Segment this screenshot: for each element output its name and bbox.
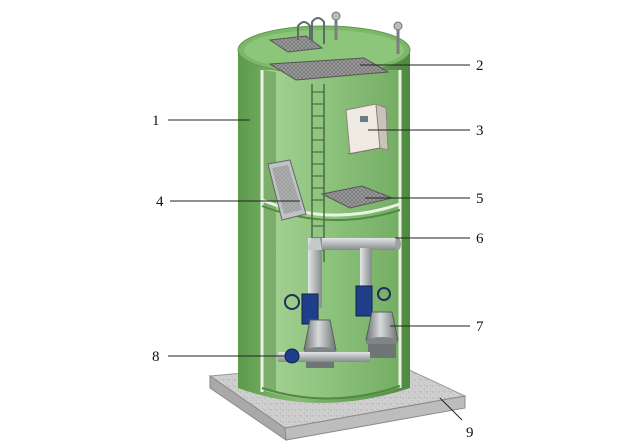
callout-numbers: 1 2 3 4 5 6 7 8 9 bbox=[152, 58, 484, 441]
callout-7: 7 bbox=[476, 319, 484, 335]
callout-1: 1 bbox=[152, 113, 160, 129]
callout-2: 2 bbox=[476, 58, 484, 74]
leader-lines bbox=[168, 64, 470, 421]
leader-9 bbox=[439, 397, 463, 421]
valves bbox=[284, 285, 391, 325]
callout-5: 5 bbox=[476, 191, 484, 207]
submersible-pumps bbox=[303, 311, 399, 368]
callout-6: 6 bbox=[476, 231, 484, 247]
top-fittings bbox=[297, 11, 403, 54]
callout-4: 4 bbox=[156, 194, 164, 210]
callout-3: 3 bbox=[476, 123, 484, 139]
control-cabinet bbox=[345, 103, 389, 155]
callout-9: 9 bbox=[466, 425, 474, 441]
callout-8: 8 bbox=[152, 349, 160, 365]
